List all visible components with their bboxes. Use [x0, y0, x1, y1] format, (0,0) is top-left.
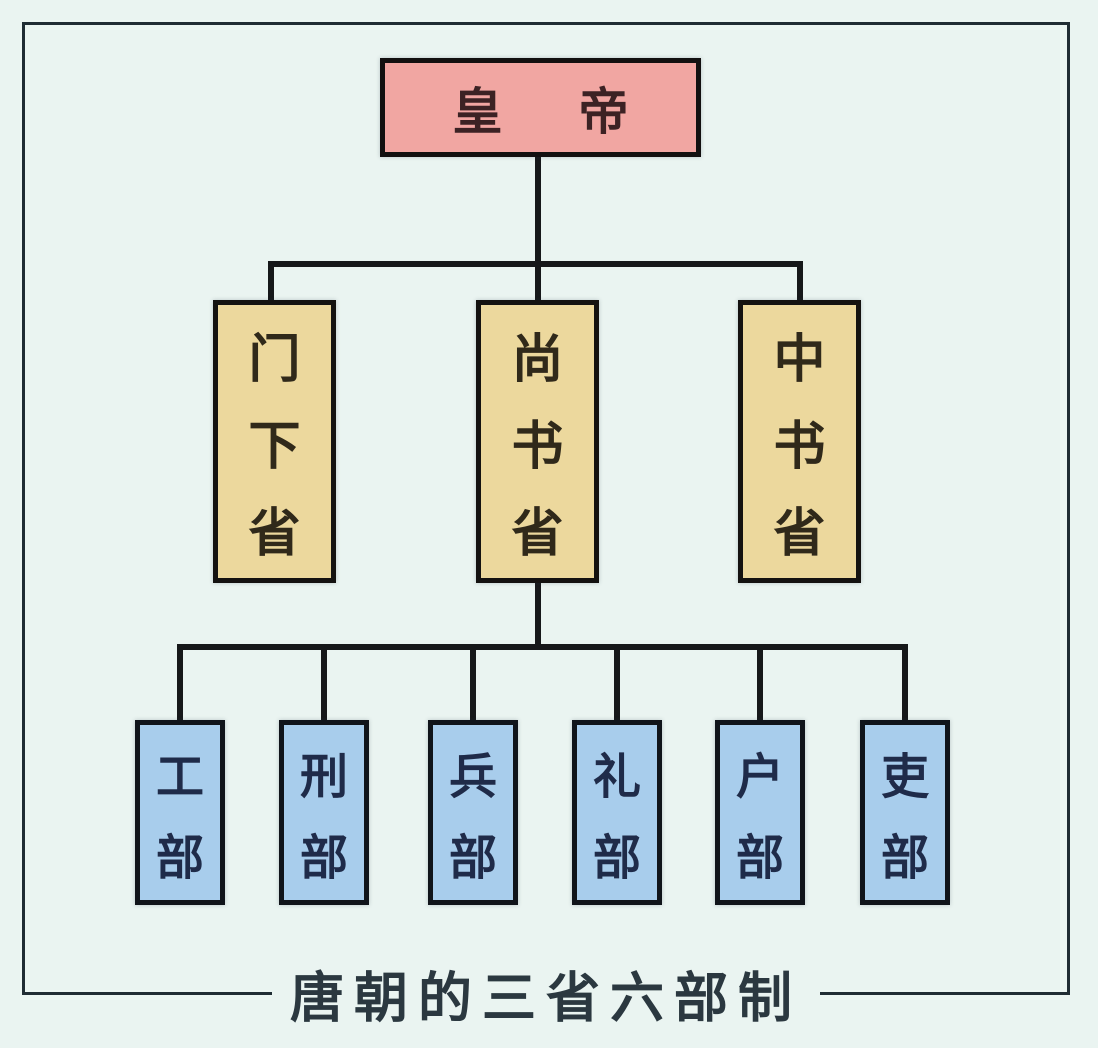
node-shangshu-label: 尚书省 — [511, 330, 564, 564]
connector-drop-xingbu — [321, 644, 327, 722]
connector-drop-zhongshu — [797, 261, 803, 303]
connector-drop-menxia — [268, 261, 274, 303]
connector-drop-hubu — [757, 644, 763, 722]
node-ministry-rites: 礼部 — [572, 720, 662, 905]
node-ministry-works: 工部 — [135, 720, 225, 905]
node-menxia-province: 门下省 — [213, 300, 336, 583]
connector-shangshu-trunk — [535, 581, 541, 649]
connector-drop-bingbu — [470, 644, 476, 722]
node-ministry-works-label: 工部 — [155, 748, 204, 887]
node-menxia-label: 门下省 — [248, 330, 301, 564]
node-emperor-label: 皇帝 — [452, 82, 629, 141]
node-ministry-justice: 刑部 — [279, 720, 369, 905]
node-zhongshu-province: 中书省 — [738, 300, 861, 583]
diagram-title: 唐朝的三省六部制 — [272, 947, 820, 1039]
connector-ministries-bus — [177, 644, 908, 650]
node-emperor: 皇帝 — [380, 58, 701, 157]
connector-departments-bus — [268, 261, 803, 267]
node-ministry-justice-label: 刑部 — [299, 748, 348, 887]
connector-drop-libu-rites — [614, 644, 620, 722]
node-ministry-personnel-label: 吏部 — [880, 748, 929, 887]
node-ministry-rites-label: 礼部 — [592, 748, 641, 887]
connector-drop-gongbu — [177, 644, 183, 722]
node-ministry-war: 兵部 — [428, 720, 518, 905]
node-ministry-revenue-label: 户部 — [735, 748, 784, 887]
node-shangshu-province: 尚书省 — [476, 300, 599, 583]
node-ministry-revenue: 户部 — [715, 720, 805, 905]
node-ministry-war-label: 兵部 — [448, 748, 497, 887]
node-ministry-personnel: 吏部 — [860, 720, 950, 905]
connector-emperor-trunk — [535, 157, 541, 303]
connector-drop-libu-personnel — [902, 644, 908, 722]
node-zhongshu-label: 中书省 — [773, 330, 826, 564]
